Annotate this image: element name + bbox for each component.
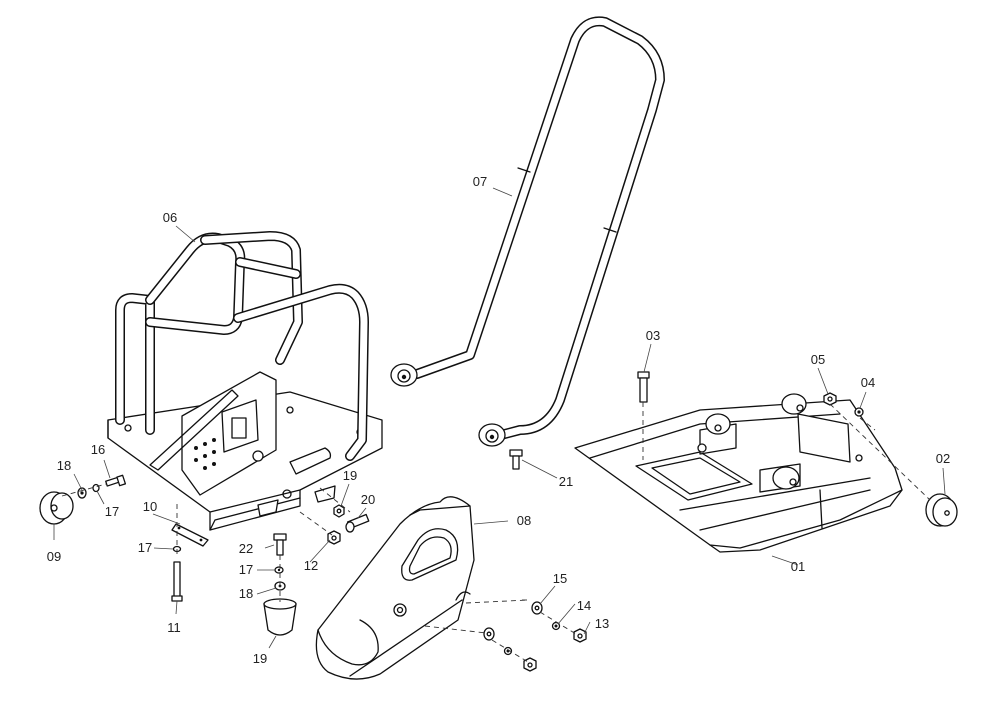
part-05-nut <box>823 392 837 406</box>
label-15: 15 <box>553 571 567 586</box>
label-12: 12 <box>304 558 318 573</box>
label-17-c: 17 <box>239 562 253 577</box>
label-21: 21 <box>559 474 573 489</box>
label-02: 02 <box>936 451 950 466</box>
part-labels: 01 02 03 04 05 06 07 08 09 10 11 12 13 1… <box>47 174 950 666</box>
part-16-bolt <box>105 474 127 487</box>
label-13: 13 <box>595 616 609 631</box>
handle-bushing-left <box>390 363 418 387</box>
label-16: 16 <box>91 442 105 457</box>
label-18-a: 18 <box>57 458 71 473</box>
part-19-buffer <box>263 598 297 636</box>
handle-bushing-right <box>478 423 506 447</box>
label-05: 05 <box>811 352 825 367</box>
part-22-bolt <box>273 533 287 556</box>
part-11-long-bolt <box>171 561 183 602</box>
leader-lines <box>53 187 946 649</box>
plate-roller-1 <box>705 413 731 435</box>
part-21-bolt <box>509 449 523 470</box>
label-03: 03 <box>646 328 660 343</box>
part-19-nut <box>333 504 345 518</box>
belt-guard-part <box>315 496 475 680</box>
base-plate-part <box>574 393 903 553</box>
label-19-b: 19 <box>253 651 267 666</box>
plate-roller-3 <box>772 466 800 490</box>
part-02-buffer <box>925 493 958 527</box>
guard-fasteners-lower <box>483 627 537 672</box>
label-06: 06 <box>163 210 177 225</box>
plate-roller-2 <box>781 393 807 415</box>
label-17-a: 17 <box>105 504 119 519</box>
label-11: 11 <box>167 620 181 635</box>
label-07: 07 <box>473 174 487 189</box>
part-10-strip <box>171 523 209 547</box>
part-03-bolt <box>637 371 650 403</box>
part-09-buffer <box>39 491 74 525</box>
label-18-b: 18 <box>239 586 253 601</box>
part-17-washer-c <box>274 566 284 574</box>
part-13-nut <box>573 628 587 643</box>
part-14-washer <box>551 621 561 631</box>
label-22: 22 <box>239 541 253 556</box>
label-04: 04 <box>861 375 875 390</box>
assembly-lines <box>61 402 931 663</box>
label-08: 08 <box>517 513 531 528</box>
part-15-washer <box>531 601 543 615</box>
label-17-b: 17 <box>138 540 152 555</box>
label-20: 20 <box>361 492 375 507</box>
handle-part <box>390 16 665 447</box>
label-09: 09 <box>47 549 61 564</box>
part-20-bolt <box>345 513 370 533</box>
part-04-washer <box>854 407 864 417</box>
label-19-a: 19 <box>343 468 357 483</box>
mount-plate-slots <box>194 438 216 470</box>
engine-frame-part <box>107 231 383 531</box>
label-01: 01 <box>791 559 805 574</box>
part-17-washer-a <box>92 483 100 493</box>
part-18-washer-a <box>77 487 87 499</box>
label-14: 14 <box>577 598 591 613</box>
label-10: 10 <box>143 499 157 514</box>
